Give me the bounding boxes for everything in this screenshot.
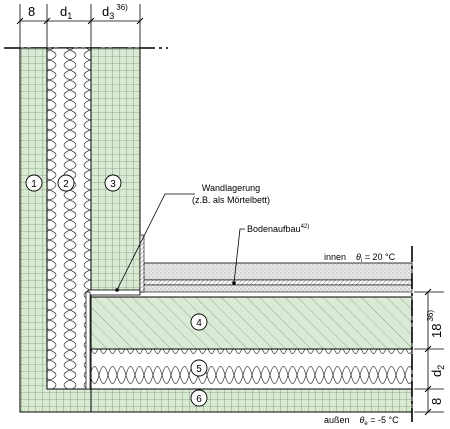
floor-build-leader-dot <box>232 281 236 285</box>
wall-layer-2-insulation <box>46 47 92 390</box>
svg-text:2: 2 <box>63 179 69 190</box>
dim-d2: d2 <box>429 365 446 377</box>
floor-fill-layer <box>139 284 413 293</box>
svg-text:5: 5 <box>196 364 202 375</box>
right-dimension-line <box>414 288 444 416</box>
layer-marker-5: 5 <box>190 359 208 377</box>
dim-d3: d336) <box>102 3 128 21</box>
layer-marker-4: 4 <box>190 313 208 331</box>
layer-marker-3: 3 <box>104 174 122 192</box>
floor-layer-6 <box>90 388 413 413</box>
layer-marker-2: 2 <box>57 174 75 192</box>
dim-d1: d1 <box>60 4 72 21</box>
layer-marker-1: 1 <box>25 174 43 192</box>
dim-bottom-8: 8 <box>429 398 444 405</box>
wall-bearing-sublabel: (z.B. als Mörtelbett) <box>192 195 270 205</box>
svg-text:3: 3 <box>110 179 116 190</box>
wall-bearing-leader-dot <box>115 288 119 292</box>
dim-outer-wall: 8 <box>28 4 35 19</box>
floor-screed <box>139 262 413 281</box>
svg-text:4: 4 <box>196 318 202 329</box>
wall-bearing-leader <box>116 193 195 291</box>
wall-bearing-label: Wandlagerung <box>202 183 260 193</box>
layer-marker-6: 6 <box>190 389 208 407</box>
floor-layer-4-concrete <box>90 296 413 350</box>
dim-screed-18: 1836) <box>426 310 444 338</box>
edge-strip <box>85 291 91 390</box>
floor-layer-5-insulation <box>90 348 413 390</box>
floor-edge-insulation <box>139 234 145 293</box>
floor-impact-layer <box>139 279 413 286</box>
svg-text:6: 6 <box>196 394 202 405</box>
wall-bearing-bed <box>87 289 141 296</box>
top-dimension-line <box>16 4 144 48</box>
floor-build-label: Bodenaufbau42) <box>247 224 309 234</box>
floor-build-leader <box>233 228 245 284</box>
svg-text:1: 1 <box>31 179 37 190</box>
wall-layer-3 <box>90 47 141 293</box>
